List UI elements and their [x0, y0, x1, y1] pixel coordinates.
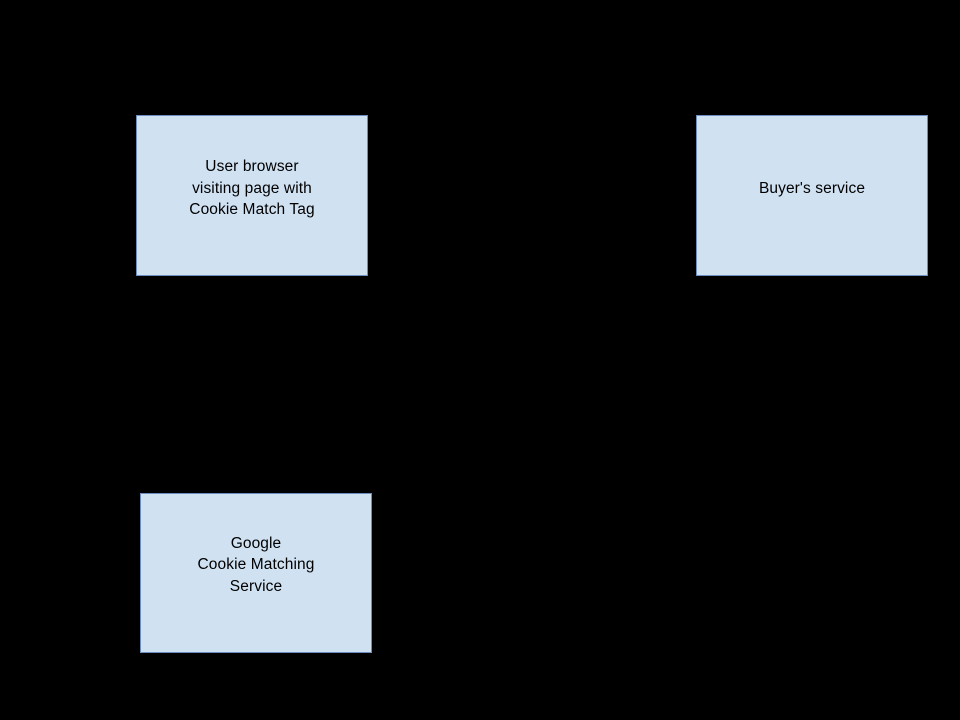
node-user-browser[interactable]: User browser visiting page with Cookie M…	[136, 115, 368, 276]
node-google-cookie-matching-label: Google Cookie Matching Service	[197, 534, 315, 595]
node-buyers-service-label: Buyer's service	[758, 179, 866, 197]
node-user-browser-label: User browser visiting page with Cookie M…	[189, 158, 315, 219]
node-buyers-service[interactable]: Buyer's service	[696, 115, 928, 276]
node-google-cookie-matching[interactable]: Google Cookie Matching Service	[140, 493, 372, 653]
